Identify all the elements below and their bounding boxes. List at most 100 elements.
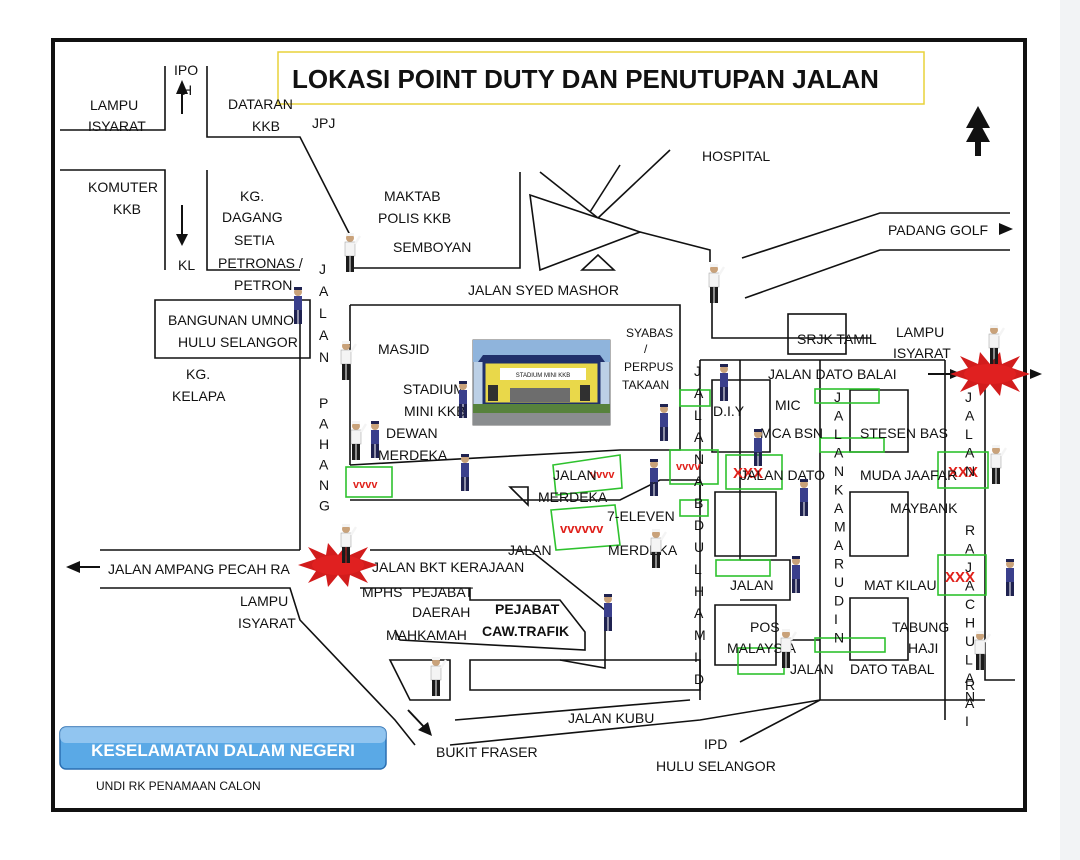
label-syabas: TAKAAN <box>622 378 669 392</box>
label-ipoh: IPO <box>174 62 198 78</box>
label-jalan: JALAN <box>730 577 774 593</box>
label-mic: MIC <box>775 397 801 413</box>
closure-x: XXX <box>948 464 978 481</box>
closure-marks: vvvv vvvvvv vvvv vvvv XXX XXX XXX <box>353 461 978 586</box>
label-diy: D.I.Y <box>713 403 745 419</box>
map-title: LOKASI POINT DUTY DAN PENUTUPAN JALAN <box>292 64 879 94</box>
label-syabas: / <box>644 342 648 356</box>
label-pos-malaysia: POS <box>750 619 780 635</box>
label-semboyan: SEMBOYAN <box>393 239 471 255</box>
label-pejabat-caw-trafik: PEJABAT <box>495 601 560 617</box>
label-srjk-tamil: SRJK TAMIL <box>797 331 877 347</box>
closure-x: XXX <box>945 569 975 586</box>
label-syabas: PERPUS <box>624 360 673 374</box>
label-komuter: KOMUTER <box>88 179 158 195</box>
label-bangunan-umno: BANGUNAN UMNO <box>168 312 294 328</box>
label-jalan-syed-mashor: JALAN SYED MASHOR <box>468 282 619 298</box>
banner: KESELAMATAN DALAM NEGERI <box>59 726 387 770</box>
label-lampu-isyarat: ISYARAT <box>893 345 951 361</box>
label-lampu-isyarat: LAMPU <box>240 593 288 609</box>
place-labels: IPO H LAMPU ISYARAT DATARAN KKB JPJ KOMU… <box>88 62 988 774</box>
label-ipoh: H <box>182 82 192 98</box>
banner-text: KESELAMATAN DALAM NEGERI <box>91 741 355 760</box>
label-bangunan-umno: HULU SELANGOR <box>178 334 298 350</box>
label-lampu-isyarat: LAMPU <box>90 97 138 113</box>
label-komuter: KKB <box>113 201 141 217</box>
closure-wave: vvvv <box>676 461 701 473</box>
label-stesen-bas: STESEN BAS <box>860 425 948 441</box>
closure-x: XXX <box>733 465 763 482</box>
north-arrow-icon <box>966 106 990 156</box>
label-kg-dagang: SETIA <box>234 232 275 248</box>
label-lampu-isyarat: LAMPU <box>896 324 944 340</box>
label-ipd: IPD <box>704 736 727 752</box>
label-mca-bsn: MCA BSN <box>760 425 823 441</box>
label-pejabat-caw-trafik: CAW.TRAFIK <box>482 623 569 639</box>
label-mahkamah: MAHKAMAH <box>386 627 467 643</box>
label-kg-dagang: DAGANG <box>222 209 283 225</box>
label-jalan-merdeka: JALAN <box>508 542 552 558</box>
closure-wave: vvvv <box>353 479 378 491</box>
label-lampu-isyarat: ISYARAT <box>238 615 296 631</box>
label-lampu-isyarat: ISYARAT <box>88 118 146 134</box>
label-jalan-dato-tabal: DATO TABAL <box>850 661 935 677</box>
closure-wave: vvvv <box>590 469 615 481</box>
label-jalan-kubu: JALAN KUBU <box>568 710 654 726</box>
stadium-sign: STADIUM MINI KKB <box>516 373 571 379</box>
closure-wave: vvvvvv <box>560 521 604 536</box>
title-box <box>277 51 925 105</box>
label-stadium: STADIUM <box>403 381 465 397</box>
page-margin <box>1060 0 1080 860</box>
label-petronas: PETRON <box>234 277 292 293</box>
label-pejabat-daerah: PEJABAT <box>412 584 474 600</box>
label-jalan-merdeka: JALAN <box>553 467 597 483</box>
label-pejabat-daerah: DAERAH <box>412 604 470 620</box>
label-pos-malaysia: MALAYSIA <box>727 640 797 656</box>
label-petronas: PETRONAS / <box>218 255 303 271</box>
label-kg-kelapa: KELAPA <box>172 388 226 404</box>
label-mphs: MPHS <box>362 584 402 600</box>
label-kg-dagang: KG. <box>240 188 264 204</box>
label-padang-golf: PADANG GOLF <box>888 222 988 238</box>
label-dataran: DATARAN <box>228 96 293 112</box>
label-maktab: MAKTAB <box>384 188 441 204</box>
label-mat-kilau: MAT KILAU <box>864 577 937 593</box>
label-jalan-dato-balai: JALAN DATO BALAI <box>768 366 897 382</box>
label-7-eleven: 7-ELEVEN <box>607 508 675 524</box>
label-maybank: MAYBANK <box>890 500 958 516</box>
label-stadium: MINI KKB <box>404 403 465 419</box>
footnote: UNDI RK PENAMAAN CALON <box>96 779 261 793</box>
closure-highlights <box>345 388 989 675</box>
label-syabas: SYABAS <box>626 326 673 340</box>
label-jalan-ampang: JALAN AMPANG PECAH RA <box>108 561 290 577</box>
direction-arrows <box>66 80 1042 736</box>
stadium-photo: STADIUM MINI KKB <box>472 339 611 426</box>
label-jalan-merdeka: MERDEKA <box>608 542 678 558</box>
label-hospital: HOSPITAL <box>702 148 770 164</box>
label-kg-kelapa: KG. <box>186 366 210 382</box>
label-dewan: MERDEKA <box>378 447 448 463</box>
label-jalan-dato-tabal: JALAN <box>790 661 834 677</box>
label-jalan-bkt-kerajaan: JALAN BKT KERAJAAN <box>372 559 524 575</box>
label-dataran: KKB <box>252 118 280 134</box>
label-masjid: MASJID <box>378 341 429 357</box>
label-maktab: POLIS KKB <box>378 210 451 226</box>
label-dewan: DEWAN <box>386 425 438 441</box>
label-jpj: JPJ <box>312 115 335 131</box>
label-tabung-haji: TABUNG <box>892 619 949 635</box>
label-muda-jaafar: MUDA JAAFAR <box>860 467 957 483</box>
label-jalan-dato-muda: JALAN DATO <box>740 467 825 483</box>
label-tabung-haji: HAJI <box>908 640 938 656</box>
label-bukit-fraser: BUKIT FRASER <box>436 744 538 760</box>
label-jalan-merdeka: MERDEKA <box>538 489 608 505</box>
label-kl: KL <box>178 257 195 273</box>
